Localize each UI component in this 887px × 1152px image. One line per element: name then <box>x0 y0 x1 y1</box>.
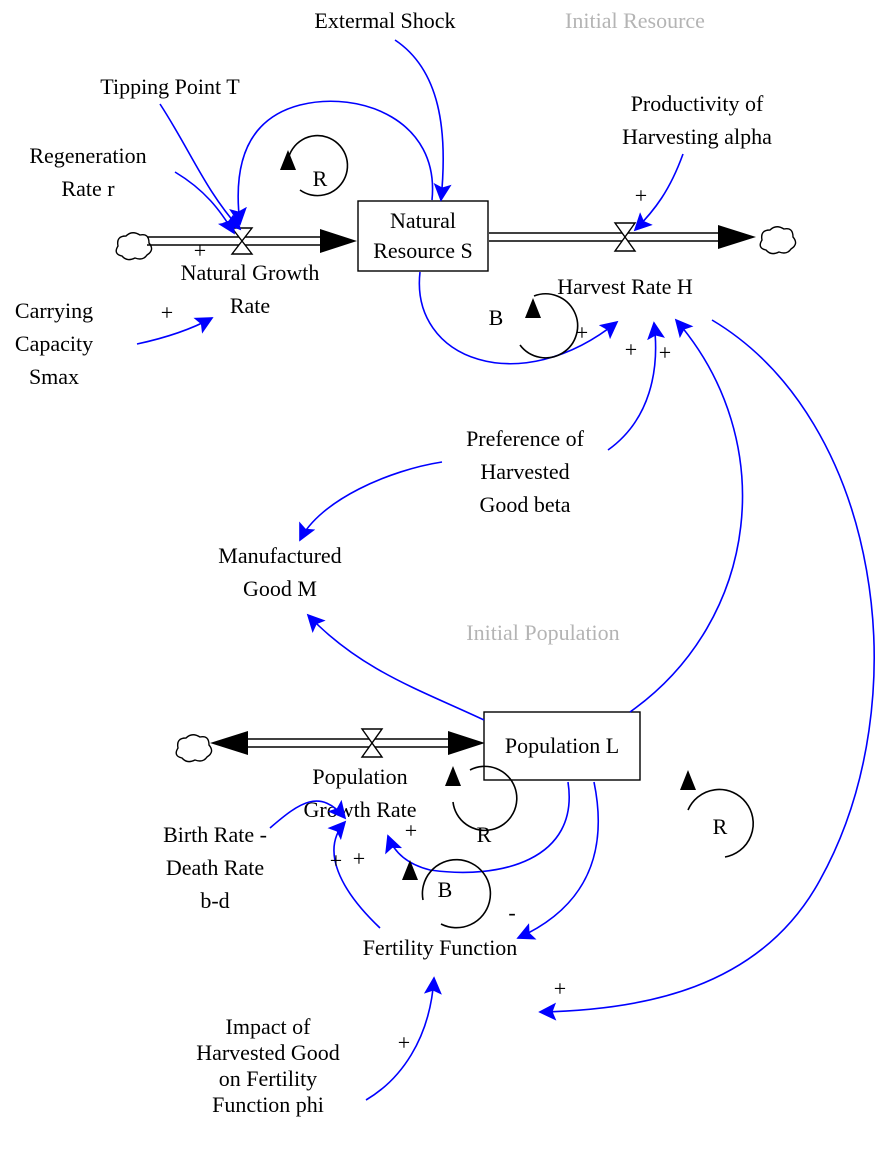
birth-label-1: Birth Rate - <box>163 822 267 847</box>
link-regeneration-to-growth <box>174 171 235 235</box>
loop-b-fertility: B <box>402 858 492 929</box>
loop-b-harvest: B <box>489 293 579 359</box>
carrying-label-3: Smax <box>29 364 79 389</box>
polarity-birth-growth: + <box>330 848 342 873</box>
link-population-to-fertility <box>516 781 599 940</box>
external-shock-label: Extermal Shock <box>314 8 455 33</box>
natural-growth-valve-icon <box>230 227 254 255</box>
initial-resource-label: Initial Resource <box>565 8 705 33</box>
population-stock[interactable] <box>483 711 641 781</box>
source-cloud-icon <box>115 232 153 261</box>
link-tipping-to-growth <box>159 103 242 231</box>
link-resource-to-growth <box>229 100 434 226</box>
manufactured-label-1: Manufactured <box>218 543 341 568</box>
polarity-harvest-fertility: + <box>554 976 566 1001</box>
link-carrying-to-growth <box>136 317 214 345</box>
natural-resource-stock[interactable] <box>357 200 489 272</box>
svg-text:R: R <box>713 814 728 839</box>
link-impact-to-fertility <box>365 976 442 1101</box>
sink-cloud-icon <box>759 226 797 255</box>
link-resource-to-harvest <box>418 271 619 365</box>
polarity-pop-growth: + <box>405 818 417 843</box>
link-population-to-growth <box>385 781 570 874</box>
natural-growth-pipe <box>147 229 357 253</box>
svg-text:R: R <box>477 822 492 847</box>
svg-text:R: R <box>313 166 328 191</box>
polarity-carrying: + <box>161 300 173 325</box>
polarity-regen: + <box>194 238 206 263</box>
natural-resource-label-2: Resource S <box>373 238 473 263</box>
preference-label-3: Good beta <box>479 492 570 517</box>
preference-label-1: Preference of <box>466 426 585 451</box>
loop-r-big: R <box>680 770 754 858</box>
population-source-cloud-icon <box>175 734 213 763</box>
tipping-point-label: Tipping Point T <box>100 74 240 99</box>
natural-growth-label-2: Rate <box>230 293 270 318</box>
regeneration-label-2: Rate r <box>61 176 115 201</box>
link-preference-to-manufactured <box>299 461 443 542</box>
polarity-alpha: + <box>635 183 647 208</box>
population-label: Population L <box>505 733 619 758</box>
pop-growth-label-1: Population <box>312 764 407 789</box>
birth-label-2: Death Rate <box>166 855 264 880</box>
link-population-to-harvest <box>629 318 744 713</box>
polarity-impact-fertility: + <box>398 1030 410 1055</box>
impact-label-3: on Fertility <box>219 1066 317 1091</box>
impact-label-1: Impact of <box>226 1014 312 1039</box>
link-preference-to-harvest <box>607 321 665 451</box>
productivity-label-1: Productivity of <box>631 91 764 116</box>
productivity-label-2: Harvesting alpha <box>622 124 772 149</box>
initial-population-label: Initial Population <box>466 620 619 645</box>
carrying-label-1: Carrying <box>15 298 93 323</box>
harvest-rate-label: Harvest Rate H <box>557 274 693 299</box>
loop-r-population: R <box>445 765 518 847</box>
link-alpha-to-harvest <box>633 153 684 232</box>
harvest-pipe <box>489 225 756 249</box>
manufactured-label-2: Good M <box>243 576 317 601</box>
birth-label-3: b-d <box>200 888 229 913</box>
natural-resource-label-1: Natural <box>390 208 456 233</box>
fertility-label: Fertility Function <box>363 935 518 960</box>
polarity-pref-harvest: + <box>625 337 637 362</box>
regeneration-label-1: Regeneration <box>29 143 146 168</box>
impact-label-4: Function phi <box>212 1092 324 1117</box>
link-harvest-to-fertility <box>538 319 875 1021</box>
polarity-pop-harvest: + <box>659 340 671 365</box>
svg-text:B: B <box>489 305 504 330</box>
natural-growth-label-1: Natural Growth <box>181 260 320 285</box>
polarity-fert-growth: + <box>353 846 365 871</box>
link-external-shock-to-resource <box>394 39 452 202</box>
preference-label-2: Harvested <box>480 459 569 484</box>
impact-label-2: Harvested Good <box>196 1040 340 1065</box>
population-growth-pipe <box>210 731 485 755</box>
polarity-pop-fertility: - <box>508 900 515 925</box>
polarity-resource-harvest: + <box>576 320 588 345</box>
population-growth-valve-icon <box>360 728 384 758</box>
harvest-valve-icon <box>613 222 637 252</box>
carrying-label-2: Capacity <box>15 331 93 356</box>
link-fertility-to-growth <box>327 820 381 929</box>
link-birth-to-growth <box>269 799 347 829</box>
loop-r-resource: R <box>280 134 349 197</box>
svg-text:B: B <box>438 877 453 902</box>
link-population-to-manufactured <box>306 613 485 721</box>
